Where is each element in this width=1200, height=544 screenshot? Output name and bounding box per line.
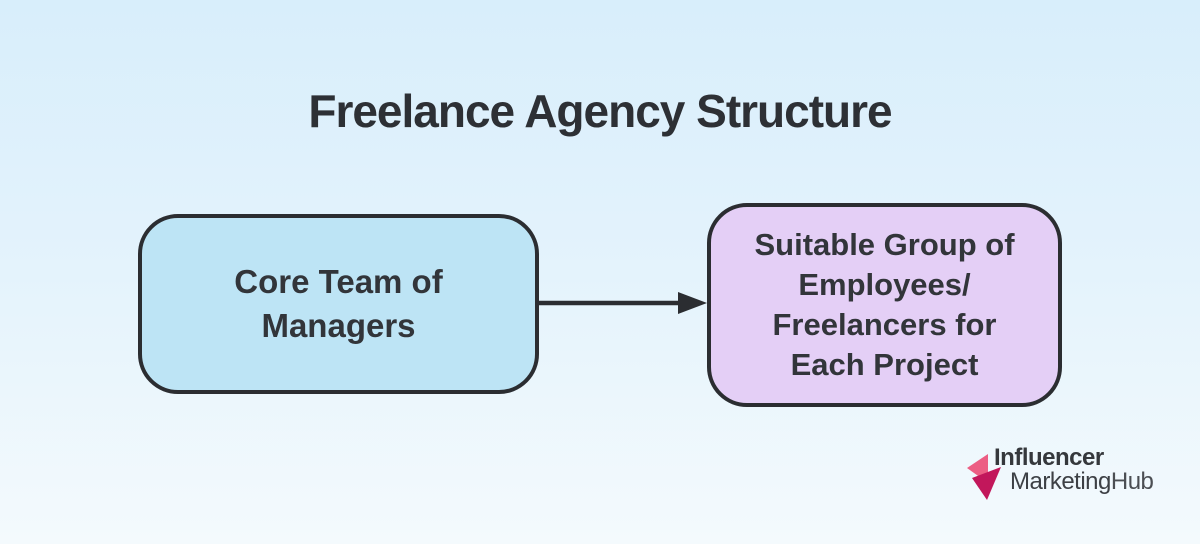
node-suitable-group: Suitable Group of Employees/ Freelancers… bbox=[707, 203, 1062, 407]
node-core-team-label: Core Team of Managers bbox=[234, 263, 443, 344]
arrow-right-icon bbox=[539, 292, 707, 314]
node-suitable-group-label: Suitable Group of Employees/ Freelancers… bbox=[754, 227, 1015, 382]
brand-name-marketing: Marketing bbox=[1010, 468, 1111, 495]
brand-name-marketinghub: MarketingHub bbox=[1010, 468, 1154, 495]
node-core-team: Core Team of Managers bbox=[138, 214, 539, 394]
brand-name-influencer: Influencer bbox=[994, 444, 1104, 471]
page-title: Freelance Agency Structure bbox=[308, 85, 892, 137]
brand-name-hub: Hub bbox=[1110, 468, 1154, 495]
influencer-marketinghub-logo: Influencer MarketingHub bbox=[966, 444, 1154, 503]
influencer-marketinghub-arrow-icon bbox=[967, 454, 1001, 500]
brand-wordmark: Influencer MarketingHub bbox=[994, 444, 1154, 495]
